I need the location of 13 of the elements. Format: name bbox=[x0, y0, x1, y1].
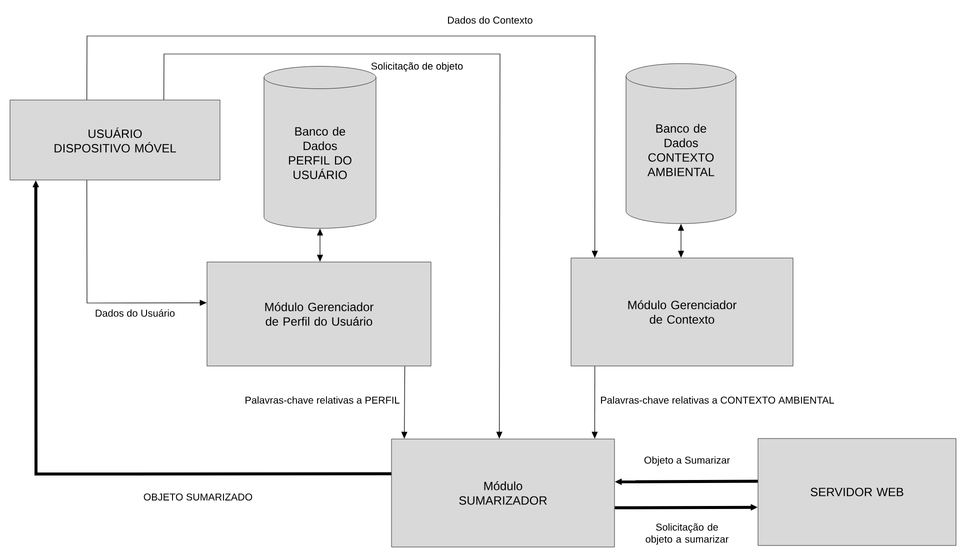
database-cylinder: Banco de Dados CONTEXTO AMBIENTAL bbox=[626, 63, 736, 224]
process-box: Módulo SUMARIZADOR bbox=[391, 438, 615, 548]
edge-label: Solicitação de objeto a sumarizar bbox=[646, 523, 729, 545]
process-box: SERVIDOR WEB bbox=[758, 438, 956, 546]
edge-label: OBJETO SUMARIZADO bbox=[144, 493, 252, 501]
edge-label: Palavras-chave relativas a PERFIL bbox=[246, 396, 400, 404]
process-box: USUÁRIO DISPOSITIVO MÓVEL bbox=[10, 100, 220, 180]
edge-label: Dados do Usuário bbox=[96, 309, 175, 317]
process-box: Módulo Gerenciador de Perfil do Usuário bbox=[206, 262, 432, 366]
edge-label: Palavras-chave relativas a CONTEXTO AMBIENTAL bbox=[601, 396, 834, 404]
process-box: Módulo Gerenciador de Contexto bbox=[570, 258, 794, 366]
edge-label: Objeto a Sumarizar bbox=[644, 456, 730, 466]
edge-label: Dados do Contexto bbox=[448, 16, 532, 24]
